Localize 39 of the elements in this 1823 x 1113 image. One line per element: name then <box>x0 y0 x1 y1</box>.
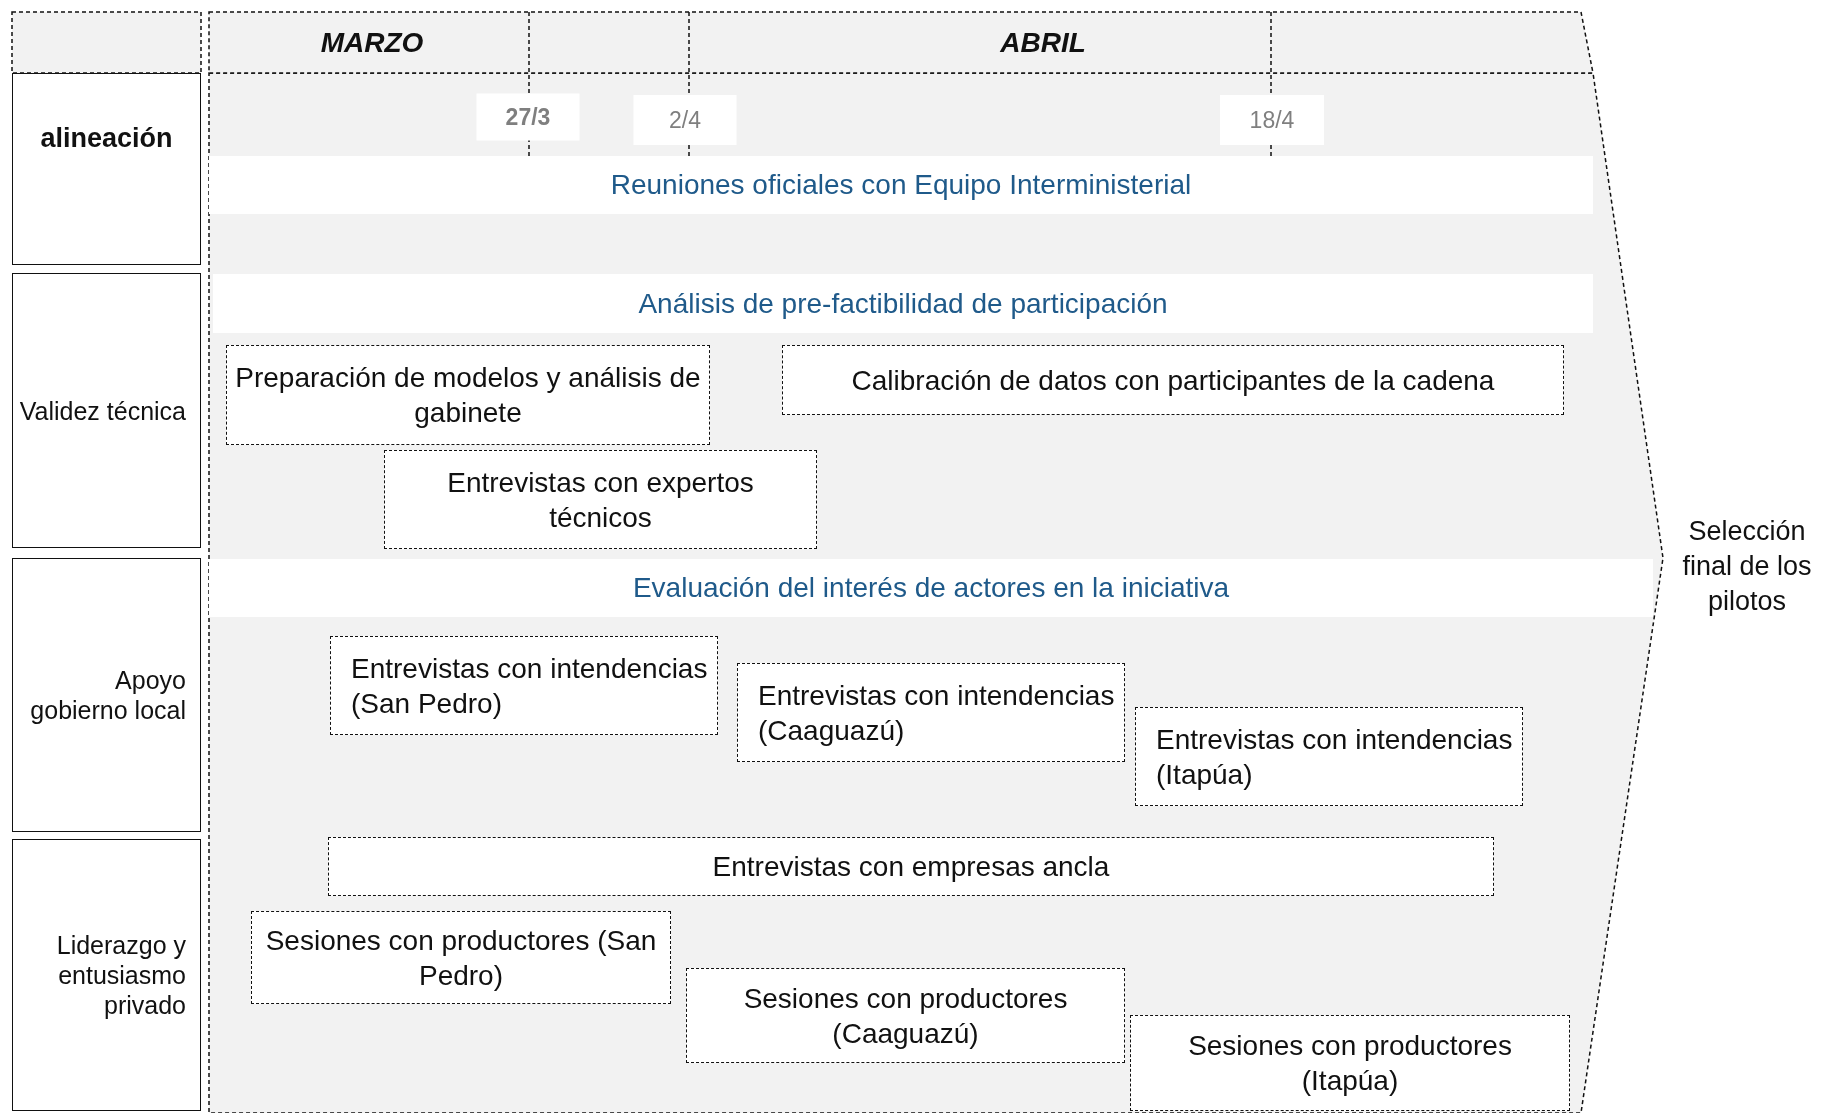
task-box <box>251 911 671 1004</box>
row-title: Validez técnica <box>19 395 186 426</box>
task-box <box>330 636 718 735</box>
task-box <box>226 345 710 445</box>
row-header <box>12 73 201 265</box>
task-text: Preparación de modelos y análisis de gabinete <box>235 361 701 430</box>
task-text: Sesiones con productores (San Pedro) <box>264 923 658 993</box>
task-box <box>782 345 1564 415</box>
activity-title: Análisis de pre-factibilidad de participación <box>638 287 1168 320</box>
task-text: Entrevistas con intendencias (Caaguazú) <box>758 678 1116 748</box>
month-label: ABRIL <box>1000 27 1086 59</box>
row-title: alineación <box>40 122 173 155</box>
task-text: Entrevistas con expertos técnicos <box>446 465 755 535</box>
activity-title: Reuniones oficiales con Equipo Interministerial <box>610 169 1192 201</box>
row-title: Liderazgo y entusiasmo privado <box>55 930 186 1020</box>
row-header <box>12 839 201 1111</box>
activity-band <box>209 156 1593 214</box>
date-tag: 27/3 <box>476 93 580 141</box>
task-box <box>1130 1015 1570 1111</box>
row-header <box>12 273 201 548</box>
row-title: Apoyo gobierno local <box>29 665 186 725</box>
task-text: Entrevistas con intendencias (San Pedro) <box>351 651 709 721</box>
task-box <box>737 663 1125 762</box>
activity-title: Evaluación del interés de actores en la iniciativa <box>632 572 1230 604</box>
milestone-text: Selección final de los pilotos <box>1681 515 1813 619</box>
date-tag: 2/4 <box>633 95 737 145</box>
task-text: Entrevistas con empresas ancla <box>712 850 1110 884</box>
task-box <box>1135 707 1523 806</box>
task-box <box>384 450 817 549</box>
activity-band <box>209 559 1653 617</box>
row-header <box>12 558 201 832</box>
task-text: Calibración de datos con participantes de la cadena <box>851 363 1495 398</box>
task-text: Entrevistas con intendencias (Itapúa) <box>1156 722 1514 792</box>
task-box <box>328 837 1494 896</box>
task-box <box>686 968 1125 1063</box>
task-text: Sesiones con productores (Caaguazú) <box>742 981 1069 1051</box>
task-text: Sesiones con productores (Itapúa) <box>1187 1029 1513 1098</box>
month-label: MARZO <box>320 27 424 59</box>
date-tag: 18/4 <box>1220 95 1324 145</box>
